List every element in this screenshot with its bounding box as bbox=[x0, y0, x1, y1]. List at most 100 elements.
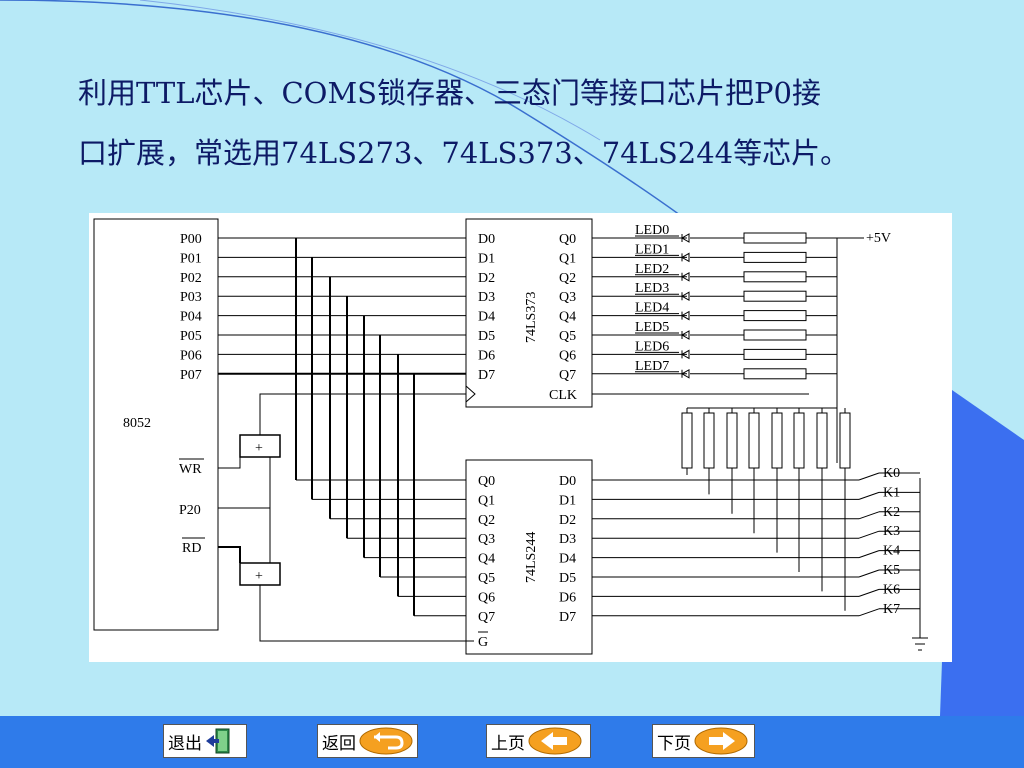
latch-output-label: Q0 bbox=[559, 232, 576, 247]
key-switch-blade bbox=[858, 472, 880, 481]
latch-input-label: D3 bbox=[478, 290, 495, 305]
buffer-input-label: D0 bbox=[559, 474, 576, 489]
buffer-input-label: D2 bbox=[559, 513, 576, 528]
key-label: K1 bbox=[883, 485, 900, 500]
led-resistor bbox=[743, 310, 807, 322]
prev-page-button[interactable]: 上页 bbox=[486, 724, 591, 758]
buffer-name: 74LS244 bbox=[524, 532, 539, 583]
g-label: G bbox=[478, 635, 488, 650]
buffer-output-label: Q5 bbox=[478, 571, 495, 586]
led-resistor bbox=[743, 329, 807, 341]
buffer-74ls244-block bbox=[465, 459, 593, 655]
key-label: K0 bbox=[883, 466, 900, 481]
led-label: LED6 bbox=[635, 339, 669, 354]
led-diode-symbol bbox=[680, 349, 690, 360]
key-label: K3 bbox=[883, 524, 900, 539]
buffer-output-label: Q3 bbox=[478, 532, 495, 547]
wr-label: WR bbox=[179, 462, 202, 477]
buffer-output-label: Q4 bbox=[478, 552, 495, 567]
led-label: LED5 bbox=[635, 320, 669, 335]
key-label: K6 bbox=[883, 582, 900, 597]
led-diode-symbol bbox=[680, 252, 690, 263]
pullup-resistor bbox=[748, 412, 760, 469]
mcu-pin-label: P01 bbox=[180, 251, 202, 266]
led-resistor bbox=[743, 271, 807, 283]
pullup-resistor bbox=[703, 412, 715, 469]
latch-output-label: Q7 bbox=[559, 368, 576, 383]
led-diode-symbol bbox=[680, 368, 690, 379]
buffer-output-label: Q0 bbox=[478, 474, 495, 489]
return-arrow-icon bbox=[359, 727, 413, 755]
latch-input-label: D4 bbox=[478, 310, 495, 325]
key-switch-blade bbox=[858, 569, 880, 578]
latch-name: 74LS373 bbox=[524, 292, 539, 343]
latch-output-label: Q2 bbox=[559, 271, 576, 286]
led-diode-symbol bbox=[680, 271, 690, 282]
mcu-pin-label: P06 bbox=[180, 348, 202, 363]
back-button-label: 返回 bbox=[322, 733, 356, 754]
led-label: LED2 bbox=[635, 262, 669, 277]
buffer-input-label: D3 bbox=[559, 532, 576, 547]
led-label: LED1 bbox=[635, 242, 669, 257]
exit-door-icon bbox=[206, 728, 230, 754]
led-resistor bbox=[743, 368, 807, 380]
latch-input-label: D6 bbox=[478, 348, 495, 363]
key-label: K4 bbox=[883, 544, 900, 559]
latch-output-label: Q4 bbox=[559, 310, 576, 325]
mcu-pin-label: P02 bbox=[180, 271, 202, 286]
back-button[interactable]: 返回 bbox=[317, 724, 418, 758]
led-diode-symbol bbox=[680, 291, 690, 302]
mcu-pin-label: P07 bbox=[180, 368, 202, 383]
latch-output-label: Q5 bbox=[559, 329, 576, 344]
led-label: LED4 bbox=[635, 301, 669, 316]
latch-input-label: D1 bbox=[478, 251, 495, 266]
buffer-input-label: D5 bbox=[559, 571, 576, 586]
pullup-resistor bbox=[839, 412, 851, 469]
buffer-output-label: Q7 bbox=[478, 610, 495, 625]
led-label: LED7 bbox=[635, 359, 669, 374]
gate-rd-symbol: + bbox=[255, 569, 263, 584]
latch-output-label: Q1 bbox=[559, 251, 576, 266]
pullup-resistor bbox=[681, 412, 693, 469]
key-label: K5 bbox=[883, 563, 900, 578]
key-switch-blade bbox=[858, 588, 880, 597]
buffer-input-label: D6 bbox=[559, 590, 576, 605]
mcu-pin-label: P00 bbox=[180, 232, 202, 247]
key-switch-blade bbox=[858, 608, 880, 617]
latch-74ls373-block bbox=[465, 218, 593, 408]
key-switch-blade bbox=[858, 511, 880, 520]
led-resistor bbox=[743, 290, 807, 302]
heading-line-1: 利用TTL芯片、COMS锁存器、三态门等接口芯片把P0接 bbox=[78, 76, 821, 110]
next-page-button-label: 下页 bbox=[657, 733, 691, 754]
mcu-pin-label: P05 bbox=[180, 329, 202, 344]
led-resistor bbox=[743, 348, 807, 360]
pullup-resistor bbox=[793, 412, 805, 469]
led-label: LED3 bbox=[635, 281, 669, 296]
led-resistor bbox=[743, 251, 807, 263]
latch-output-label: Q6 bbox=[559, 348, 576, 363]
buffer-output-label: Q2 bbox=[478, 513, 495, 528]
buffer-input-label: D1 bbox=[559, 493, 576, 508]
key-switch-blade bbox=[858, 491, 880, 500]
next-page-button[interactable]: 下页 bbox=[652, 724, 755, 758]
key-switch-blade bbox=[858, 530, 880, 539]
exit-button-label: 退出 bbox=[168, 733, 202, 754]
led-label: LED0 bbox=[635, 223, 669, 238]
right-arrow-icon bbox=[694, 727, 748, 755]
latch-input-label: D7 bbox=[478, 368, 495, 383]
led-diode-symbol bbox=[680, 233, 690, 243]
key-switch-blade bbox=[858, 550, 880, 559]
pullup-resistor bbox=[726, 412, 738, 469]
mcu-8052-block bbox=[93, 218, 219, 631]
exit-button[interactable]: 退出 bbox=[163, 724, 247, 758]
latch-output-label: Q3 bbox=[559, 290, 576, 305]
led-resistor bbox=[743, 232, 807, 244]
led-diode-symbol bbox=[680, 330, 690, 340]
latch-input-label: D5 bbox=[478, 329, 495, 344]
key-label: K7 bbox=[883, 602, 900, 617]
gate-wr-symbol: + bbox=[255, 441, 263, 456]
pullup-resistor bbox=[816, 412, 828, 469]
led-diode-symbol bbox=[680, 310, 690, 321]
buffer-output-label: Q1 bbox=[478, 493, 495, 508]
